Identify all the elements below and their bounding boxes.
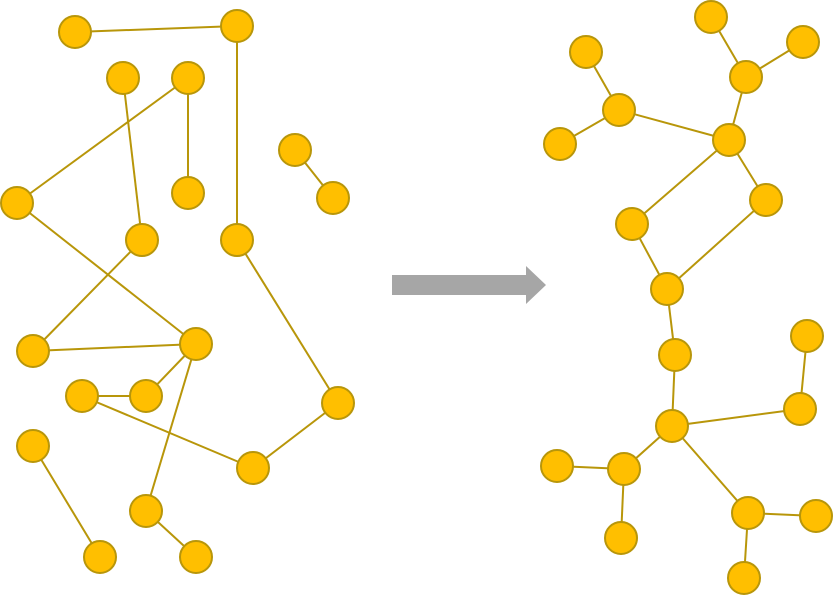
left-node-q	[236, 451, 270, 485]
right-node-b	[569, 35, 603, 69]
right-edge-m-q	[671, 425, 749, 514]
right-node-s	[604, 521, 638, 555]
right-node-q	[731, 496, 765, 530]
left-edge-o-q	[252, 402, 339, 469]
right-node-k	[658, 338, 692, 372]
right-edge-i-j	[666, 199, 767, 290]
right-edge-g-h	[631, 139, 730, 225]
right-arrow-icon	[392, 266, 546, 304]
right-node-o	[540, 449, 574, 483]
left-edge-i-k	[32, 239, 143, 352]
right-node-d	[729, 60, 763, 94]
left-node-l	[179, 327, 213, 361]
left-node-n	[129, 379, 163, 413]
right-node-f	[543, 127, 577, 161]
left-edge-j-o	[236, 239, 339, 404]
right-node-h	[615, 207, 649, 241]
left-edge-c-i	[122, 77, 143, 241]
left-node-b	[220, 9, 254, 43]
right-node-e	[602, 93, 636, 127]
right-node-a	[694, 0, 728, 34]
left-node-e	[278, 133, 312, 167]
left-node-a	[58, 15, 92, 49]
left-node-p	[16, 429, 50, 463]
left-node-g	[316, 181, 350, 215]
right-node-i	[749, 183, 783, 217]
left-graph-tangled	[0, 9, 355, 574]
right-node-p	[607, 452, 641, 486]
left-node-o	[321, 386, 355, 420]
left-node-j	[220, 223, 254, 257]
left-edge-h-l	[16, 202, 197, 345]
right-node-g	[712, 123, 746, 157]
left-edge-l-r	[145, 343, 197, 512]
right-node-t	[727, 561, 761, 595]
right-edge-m-n	[671, 408, 801, 427]
left-edge-m-q	[81, 395, 254, 469]
left-edge-d-h	[16, 77, 189, 204]
right-node-l	[790, 319, 824, 353]
right-edge-e-g	[618, 109, 730, 141]
left-node-m	[65, 379, 99, 413]
left-node-s	[83, 540, 117, 574]
left-node-r	[129, 494, 163, 528]
transform-arrow	[392, 266, 546, 304]
left-edge-p-s	[32, 445, 101, 558]
right-node-m	[655, 409, 689, 443]
right-graph-tree	[540, 0, 833, 595]
left-edge-a-b	[74, 25, 238, 33]
right-node-r	[799, 499, 833, 533]
left-edge-k-l	[32, 343, 197, 352]
left-node-f	[171, 176, 205, 210]
left-node-d	[171, 61, 205, 95]
left-node-i	[125, 223, 159, 257]
left-node-h	[0, 186, 34, 220]
right-node-c	[786, 25, 820, 59]
left-node-c	[106, 61, 140, 95]
left-node-t	[179, 540, 213, 574]
right-node-j	[650, 272, 684, 306]
left-node-k	[16, 334, 50, 368]
right-node-n	[783, 392, 817, 426]
